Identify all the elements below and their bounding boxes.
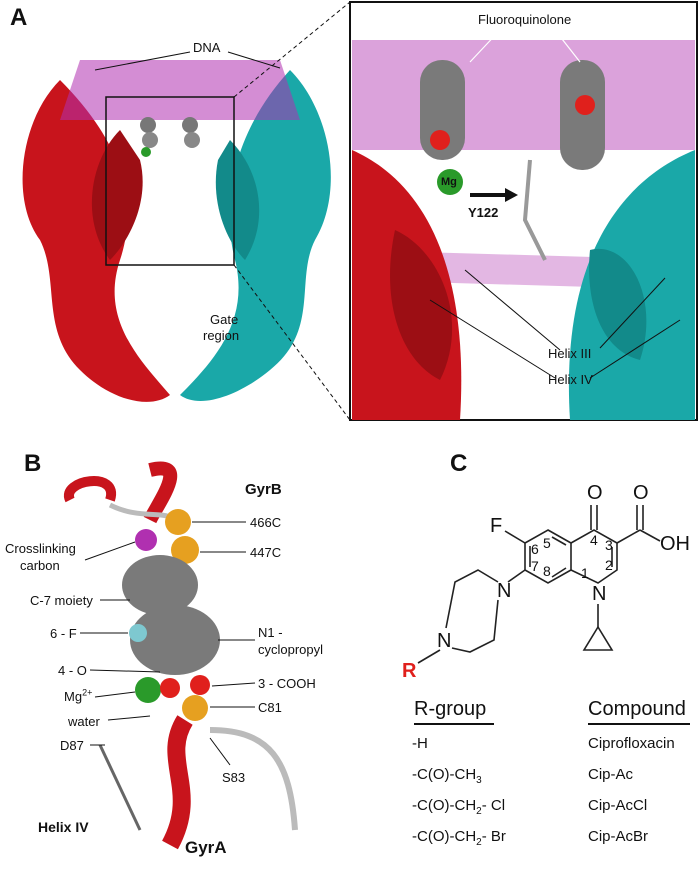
r-text: -C(O)-CH <box>412 797 477 814</box>
atom-o-acid: O <box>633 482 649 504</box>
gate-region-label-line1: Gate <box>210 312 239 327</box>
y122-label: Y122 <box>468 205 499 220</box>
n1-label-line1: N1 - <box>258 625 283 640</box>
gate-region-box <box>105 96 235 266</box>
ring-number-2: 2 <box>605 557 613 573</box>
ring-number-6: 6 <box>531 541 539 557</box>
table-row-compound: Cip-Ac <box>588 766 634 783</box>
helix-iv-b-label: Helix IV <box>38 819 89 835</box>
6f-label: 6 - F <box>50 626 77 641</box>
ring-number-5: 5 <box>543 535 551 551</box>
r-text: -C(O)-CH <box>412 828 477 845</box>
mg-text: Mg <box>64 689 83 704</box>
panel-a-letter: A <box>10 4 28 31</box>
table-row-compound: Cip-AcBr <box>588 828 649 845</box>
ring-number-4: 4 <box>590 532 598 548</box>
3-cooh-label: 3 - COOH <box>258 676 316 691</box>
466c-label: 466C <box>250 515 282 530</box>
helix-iii-label: Helix III <box>548 346 592 361</box>
gyrb-label: GyrB <box>245 481 282 498</box>
ring-number-1: 1 <box>581 565 589 581</box>
ring-number-3: 3 <box>605 537 613 553</box>
c7-moiety-label: C-7 moiety <box>30 593 93 608</box>
panel-b-letter: B <box>24 450 42 477</box>
dna-label: DNA <box>193 40 221 55</box>
table-row-compound: Cip-AcCl <box>588 797 648 814</box>
panel-c-letter: C <box>450 450 468 477</box>
atom-n1: N <box>592 583 607 605</box>
mg-ion-label: Mg2+ <box>64 687 93 704</box>
gyrase-structure <box>22 1 351 421</box>
d87-label: D87 <box>60 738 84 753</box>
table-row-r: -C(O)-CH2- Cl <box>412 797 505 817</box>
helix-iv-label: Helix IV <box>548 372 593 387</box>
r-group-header: R-group <box>414 698 494 725</box>
water-label: water <box>68 714 100 729</box>
ring-number-8: 8 <box>543 563 551 579</box>
atom-n-piperazine: N <box>497 580 512 602</box>
table-row-r: -C(O)-CH2- Br <box>412 828 506 848</box>
n1-label-line2: cyclopropyl <box>258 642 324 657</box>
c81-label: C81 <box>258 700 282 715</box>
r-tail: - Cl <box>481 797 506 814</box>
crosslinking-label-line1: Crosslinking <box>5 541 76 556</box>
atom-n-piperazine-4: N <box>437 630 452 652</box>
4o-label: 4 - O <box>58 663 87 678</box>
binding-site-illustration <box>64 461 298 850</box>
mg-charge: 2+ <box>82 687 93 698</box>
table-row-r: -C(O)-CH3 <box>412 766 482 786</box>
gate-region-inset <box>349 1 698 421</box>
table-row-r: -H <box>412 735 428 752</box>
atom-o-keto: O <box>587 482 603 504</box>
atom-oh: OH <box>660 533 690 555</box>
crosslinking-label-line2: carbon <box>20 558 60 573</box>
r-subscript: 3 <box>476 775 482 786</box>
arrow-icon <box>505 188 518 202</box>
ciprofloxacin-structure <box>417 505 661 664</box>
r-text: -C(O)-CH <box>412 766 477 783</box>
fluoroquinolone-label: Fluoroquinolone <box>478 12 572 27</box>
mg-label: Mg <box>441 176 457 188</box>
447c-label: 447C <box>250 545 282 560</box>
r-subscript: 2 <box>476 806 482 817</box>
table-row-compound: Ciprofloxacin <box>588 735 675 752</box>
compound-header: Compound <box>588 698 690 725</box>
gyra-label: GyrA <box>185 838 227 857</box>
r-tail: - Br <box>481 828 506 845</box>
s83-label: S83 <box>222 770 246 785</box>
atom-f: F <box>490 515 503 537</box>
r-subscript: 2 <box>476 837 482 848</box>
gate-region-label-line2: region <box>203 328 240 343</box>
r-group-atom: R <box>402 660 417 682</box>
ring-number-7: 7 <box>531 558 539 574</box>
